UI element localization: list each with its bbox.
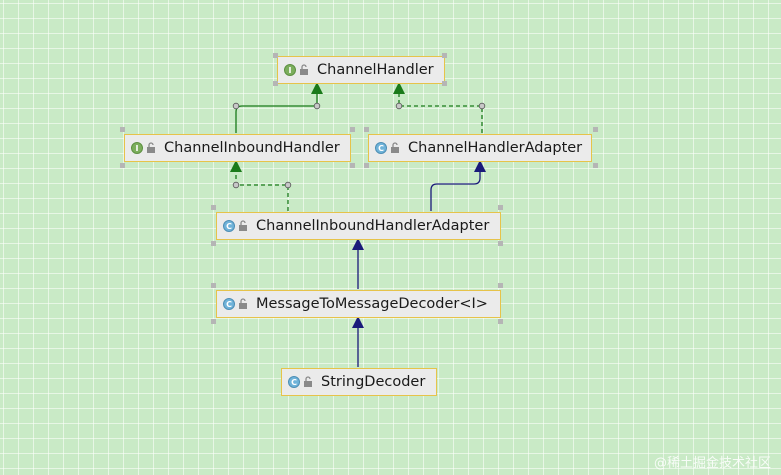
selection-handle — [364, 163, 369, 168]
node-label: ChannelInboundHandler — [164, 140, 340, 156]
selection-handle — [211, 205, 216, 210]
selection-handle — [350, 163, 355, 168]
selection-handle — [442, 53, 447, 58]
node-label: ChannelHandler — [317, 62, 434, 78]
watermark: @稀土掘金技术社区 — [653, 456, 771, 471]
node-label: ChannelInboundHandlerAdapter — [256, 218, 490, 234]
node-channel-handler-adapter[interactable]: C ChannelHandlerAdapter — [368, 134, 592, 162]
node-label: StringDecoder — [321, 374, 426, 390]
edge-inbound-adapter-to-handler-adapter — [430, 172, 481, 211]
selection-handle — [364, 127, 369, 132]
node-label: MessageToMessageDecoder<I> — [256, 296, 488, 312]
selection-handle — [350, 127, 355, 132]
class-icon: C — [288, 376, 300, 388]
node-string-decoder[interactable]: C StringDecoder — [281, 368, 437, 396]
selection-handle — [211, 241, 216, 246]
arrowhead-green — [230, 160, 242, 172]
node-label: ChannelHandlerAdapter — [408, 140, 583, 156]
arrowhead-green — [311, 82, 323, 94]
lock-icon — [239, 220, 247, 231]
edge-handler-adapter-to-handler — [398, 94, 483, 133]
class-icon: C — [223, 298, 235, 310]
class-icon: C — [375, 142, 387, 154]
edge-handle — [395, 102, 403, 110]
lock-icon — [391, 142, 399, 153]
selection-handle — [442, 81, 447, 86]
class-icon: C — [223, 220, 235, 232]
selection-handle — [211, 283, 216, 288]
lock-icon — [304, 376, 312, 387]
selection-handle — [120, 163, 125, 168]
node-message-to-message-decoder[interactable]: C MessageToMessageDecoder<I> — [216, 290, 501, 318]
interface-icon: I — [131, 142, 143, 154]
edge-handle — [313, 102, 321, 110]
selection-handle — [593, 163, 598, 168]
interface-icon: I — [284, 64, 296, 76]
selection-handle — [498, 241, 503, 246]
selection-handle — [593, 127, 598, 132]
edge-handle — [478, 102, 486, 110]
edge-handle — [284, 181, 292, 189]
node-channel-inbound-handler[interactable]: I ChannelInboundHandler — [124, 134, 351, 162]
edge-handle — [232, 181, 240, 189]
edge-inbound-handler-to-handler — [235, 92, 318, 133]
edge-handle — [232, 102, 240, 110]
arrowhead-blue — [352, 238, 364, 250]
selection-handle — [498, 319, 503, 324]
node-channel-inbound-handler-adapter[interactable]: C ChannelInboundHandlerAdapter — [216, 212, 501, 240]
lock-icon — [300, 64, 308, 75]
selection-handle — [498, 205, 503, 210]
selection-handle — [273, 81, 278, 86]
edge-inbound-adapter-to-inbound-handler — [235, 172, 289, 211]
arrowhead-green — [393, 82, 405, 94]
lock-icon — [239, 298, 247, 309]
arrowhead-blue — [474, 160, 486, 172]
selection-handle — [273, 53, 278, 58]
arrowhead-blue — [352, 316, 364, 328]
selection-handle — [211, 319, 216, 324]
lock-icon — [147, 142, 155, 153]
selection-handle — [498, 283, 503, 288]
selection-handle — [120, 127, 125, 132]
node-channel-handler[interactable]: I ChannelHandler — [277, 56, 445, 84]
